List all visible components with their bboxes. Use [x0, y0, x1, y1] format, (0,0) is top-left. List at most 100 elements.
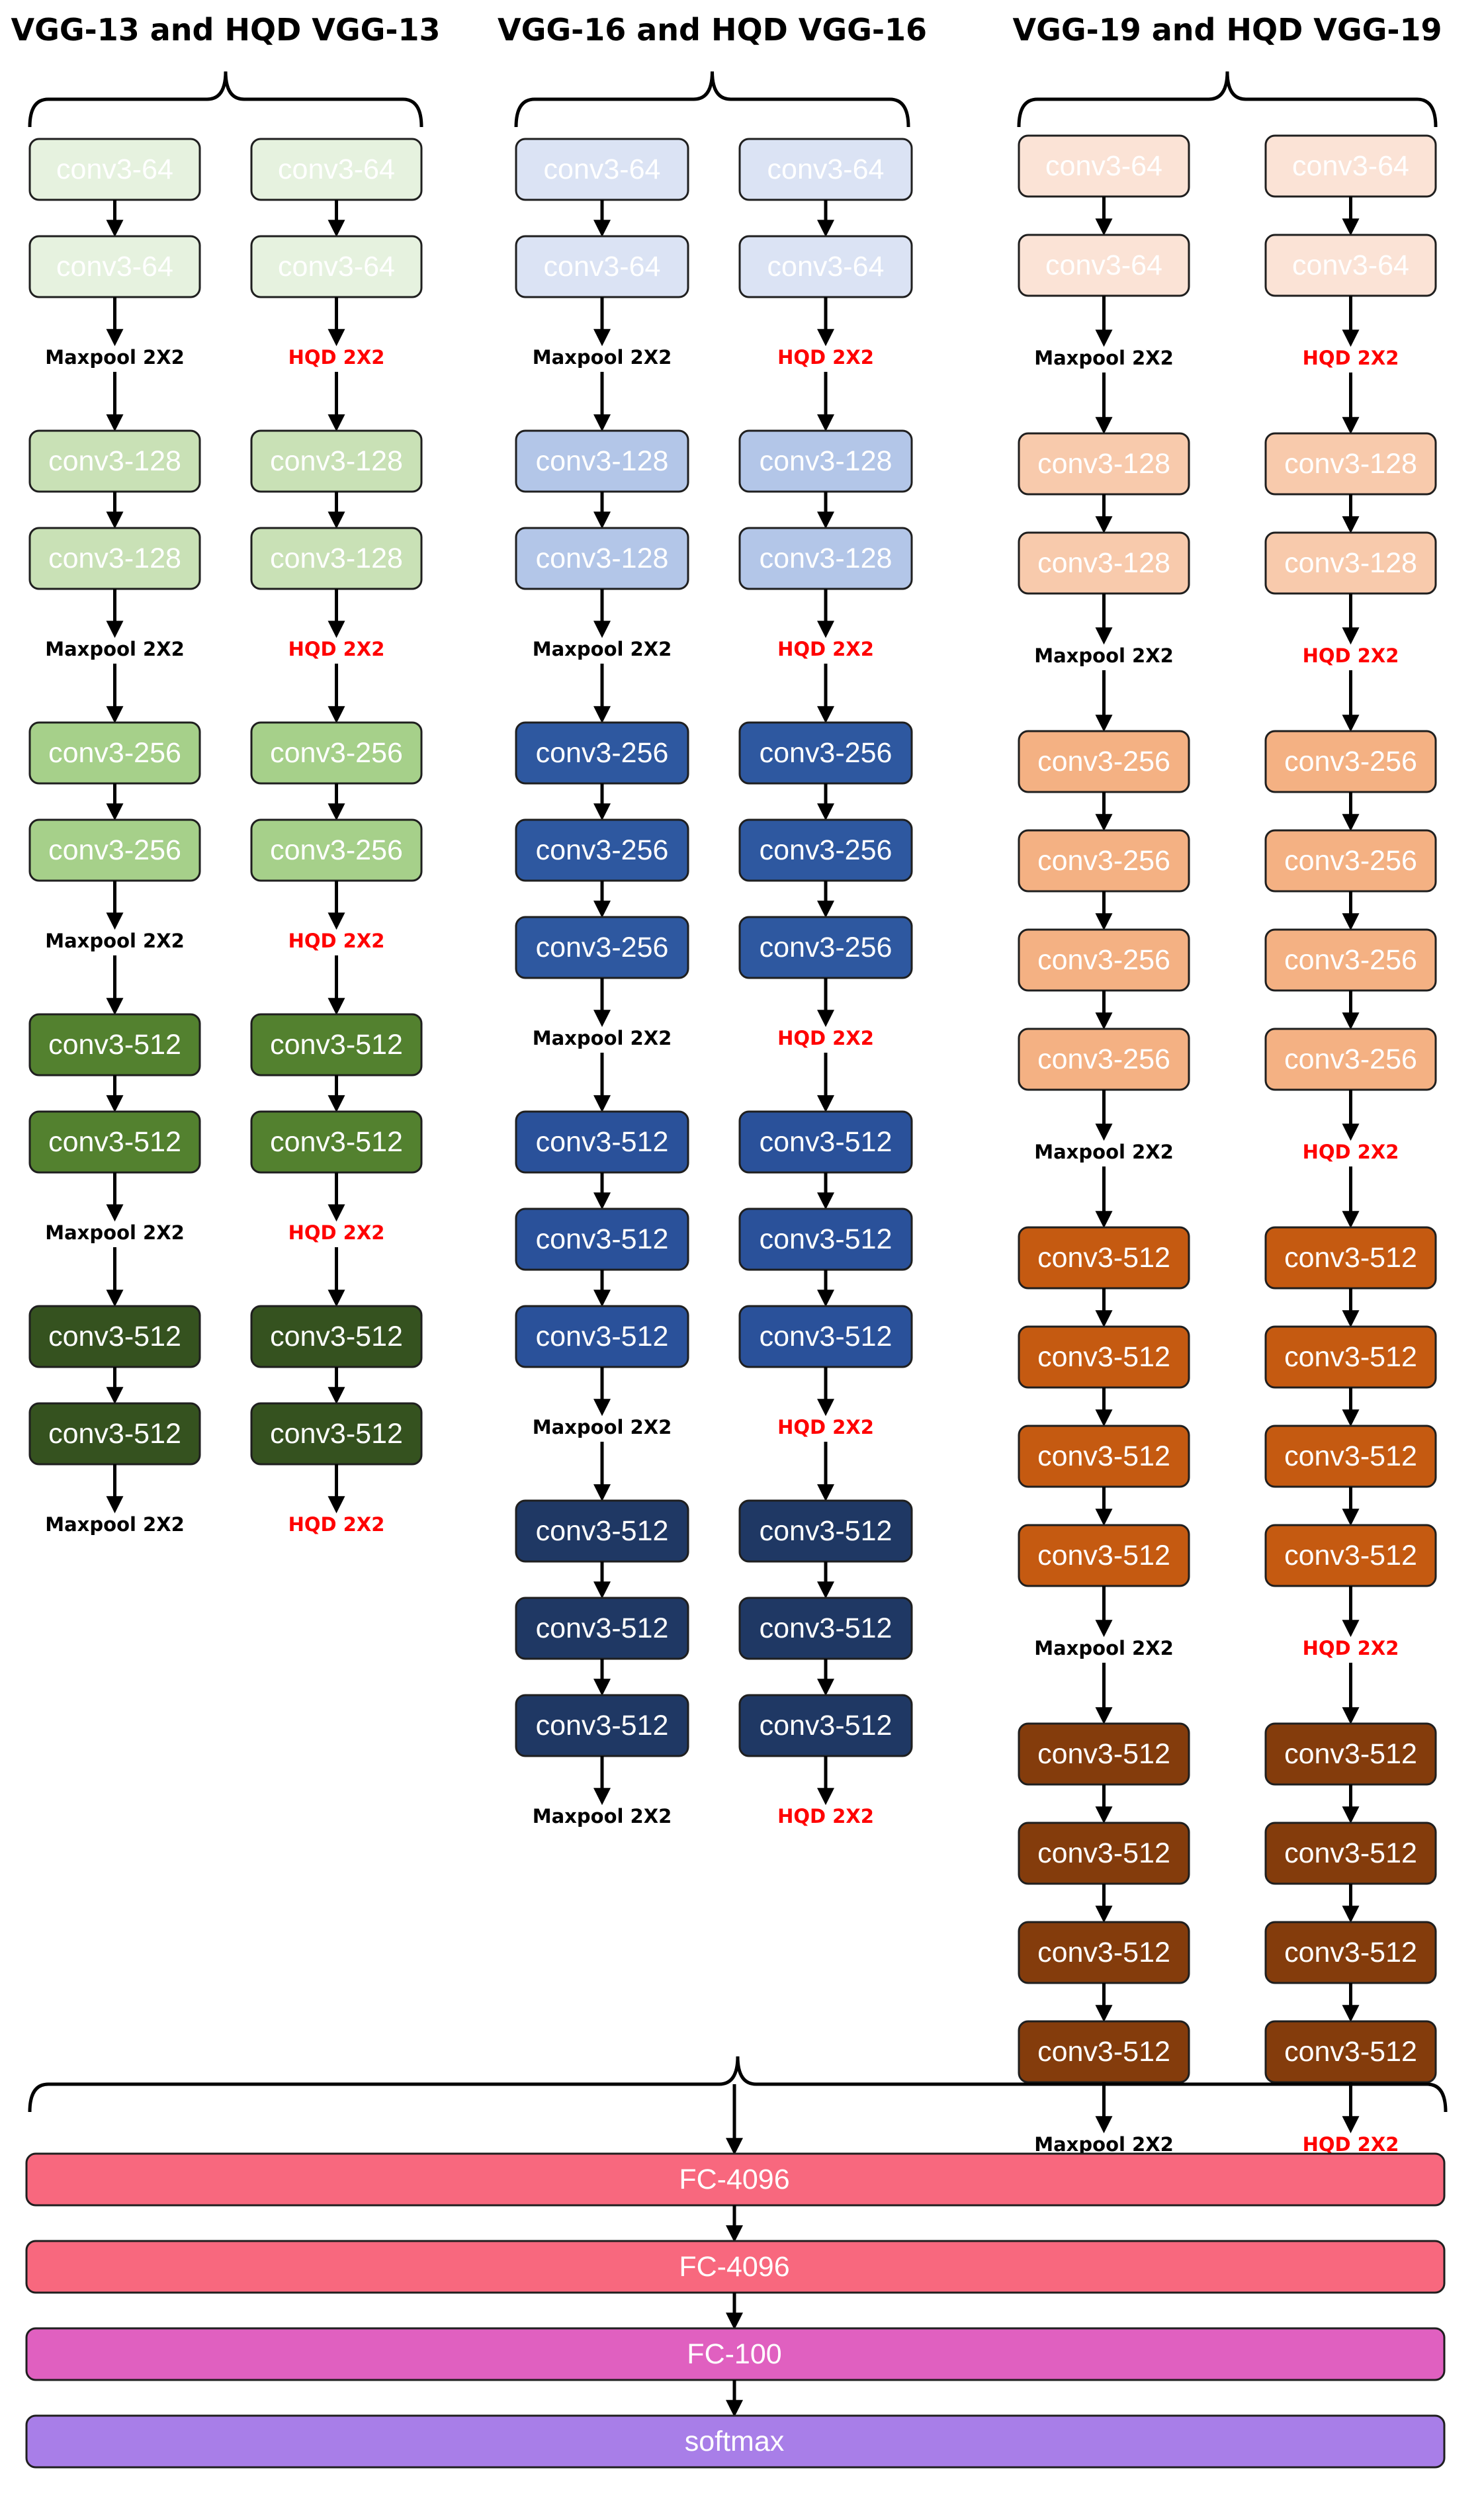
layer-label: conv3-64	[1045, 249, 1162, 281]
hqd-pool-label: HQD 2X2	[1303, 644, 1399, 667]
layer-label: conv3-512	[760, 1321, 893, 1352]
maxpool-label: Maxpool 2X2	[533, 1805, 672, 1827]
hqd-pool-label: HQD 2X2	[777, 1027, 874, 1049]
layer-label: conv3-512	[48, 1418, 181, 1450]
layer-label: conv3-512	[536, 1223, 669, 1255]
layer-label: conv3-512	[48, 1126, 181, 1158]
layer-label: conv3-256	[760, 834, 893, 866]
layer-label: conv3-512	[1037, 1341, 1170, 1373]
layer-label: conv3-512	[1037, 1837, 1170, 1869]
layer-label: conv3-256	[760, 932, 893, 963]
layer-label: conv3-64	[767, 251, 885, 283]
layer-label: conv3-512	[270, 1321, 403, 1352]
layer-label: conv3-256	[270, 834, 403, 866]
layer-label: conv3-512	[536, 1710, 669, 1741]
maxpool-label: Maxpool 2X2	[533, 346, 672, 369]
layer-label: conv3-128	[1284, 547, 1417, 579]
layer-label: conv3-512	[1037, 1937, 1170, 1968]
layer-label: conv3-512	[270, 1418, 403, 1450]
hqd-pool-label: HQD 2X2	[1303, 1637, 1399, 1659]
layer-label: conv3-512	[1284, 1440, 1417, 1472]
layer-label: conv3-512	[760, 1223, 893, 1255]
head-layer-label: softmax	[685, 2426, 785, 2457]
hqd-pool-label: HQD 2X2	[288, 638, 385, 660]
layer-label: conv3-128	[1284, 448, 1417, 480]
maxpool-label: Maxpool 2X2	[533, 1416, 672, 1438]
maxpool-label: Maxpool 2X2	[45, 638, 185, 660]
head-brace	[28, 2056, 1448, 2113]
group-brace	[28, 71, 423, 128]
layer-label: conv3-256	[1037, 845, 1170, 877]
layer-label: conv3-256	[1037, 944, 1170, 976]
layer-label: conv3-64	[56, 251, 173, 283]
layer-label: conv3-512	[1037, 1242, 1170, 1274]
layer-label: conv3-64	[56, 154, 173, 185]
layer-label: conv3-512	[536, 1126, 669, 1158]
maxpool-label: Maxpool 2X2	[1034, 2133, 1174, 2156]
layer-label: conv3-512	[1037, 2036, 1170, 2068]
head-layer-label: FC-4096	[679, 2164, 789, 2195]
maxpool-label: Maxpool 2X2	[1034, 644, 1174, 667]
maxpool-label: Maxpool 2X2	[45, 1221, 185, 1244]
head-layer-label: FC-4096	[679, 2251, 789, 2283]
hqd-pool-label: HQD 2X2	[1303, 347, 1399, 369]
layer-label: conv3-128	[1037, 547, 1170, 579]
layer-label: conv3-128	[536, 445, 669, 477]
layer-label: conv3-512	[1284, 1540, 1417, 1571]
layer-label: conv3-512	[1037, 1738, 1170, 1770]
layer-label: conv3-256	[760, 737, 893, 769]
layer-label: conv3-128	[48, 445, 181, 477]
layer-label: conv3-512	[536, 1612, 669, 1644]
hqd-pool-label: HQD 2X2	[777, 346, 874, 369]
layer-label: conv3-256	[536, 737, 669, 769]
layer-label: conv3-512	[760, 1515, 893, 1547]
layer-label: conv3-512	[48, 1321, 181, 1352]
layer-label: conv3-256	[1284, 944, 1417, 976]
head-layer-label: FC-100	[687, 2338, 781, 2370]
layer-label: conv3-256	[1284, 845, 1417, 877]
maxpool-label: Maxpool 2X2	[533, 1027, 672, 1049]
layer-label: conv3-64	[544, 251, 661, 283]
layer-label: conv3-64	[1045, 150, 1162, 182]
layer-label: conv3-64	[544, 154, 661, 185]
layer-label: conv3-128	[760, 543, 893, 574]
group-title: VGG-19 and HQD VGG-19	[1013, 12, 1442, 48]
layer-label: conv3-512	[1284, 1937, 1417, 1968]
hqd-pool-label: HQD 2X2	[1303, 2133, 1399, 2156]
hqd-pool-label: HQD 2X2	[777, 1805, 874, 1827]
head-layer-softmax-3	[25, 2414, 1446, 2469]
layer-label: conv3-512	[270, 1029, 403, 1061]
layer-label: conv3-64	[767, 154, 885, 185]
layer-label: conv3-256	[1284, 746, 1417, 777]
hqd-pool-label: HQD 2X2	[777, 1416, 874, 1438]
hqd-pool-label: HQD 2X2	[288, 1513, 385, 1536]
layer-label: conv3-64	[1292, 249, 1409, 281]
layer-label: conv3-128	[536, 543, 669, 574]
layer-label: conv3-64	[1292, 150, 1409, 182]
layer-label: conv3-512	[760, 1710, 893, 1741]
layer-label: conv3-512	[1284, 1738, 1417, 1770]
layer-label: conv3-64	[278, 251, 395, 283]
layer-label: conv3-256	[1037, 746, 1170, 777]
layer-label: conv3-128	[270, 543, 403, 574]
layer-label: conv3-512	[760, 1126, 893, 1158]
hqd-pool-label: HQD 2X2	[288, 346, 385, 369]
group-brace	[1017, 71, 1438, 128]
layer-label: conv3-512	[760, 1612, 893, 1644]
maxpool-label: Maxpool 2X2	[45, 346, 185, 369]
layer-label: conv3-64	[278, 154, 395, 185]
layer-label: conv3-256	[48, 737, 181, 769]
layer-label: conv3-512	[1284, 1837, 1417, 1869]
maxpool-label: Maxpool 2X2	[45, 1513, 185, 1536]
maxpool-label: Maxpool 2X2	[533, 638, 672, 660]
layer-label: conv3-128	[760, 445, 893, 477]
group-title: VGG-16 and HQD VGG-16	[498, 12, 927, 48]
layer-label: conv3-256	[536, 834, 669, 866]
layer-label: conv3-512	[1037, 1540, 1170, 1571]
layer-label: conv3-256	[270, 737, 403, 769]
layer-label: conv3-512	[1284, 2036, 1417, 2068]
layer-label: conv3-512	[536, 1515, 669, 1547]
layer-label: conv3-256	[536, 932, 669, 963]
maxpool-label: Maxpool 2X2	[1034, 347, 1174, 369]
